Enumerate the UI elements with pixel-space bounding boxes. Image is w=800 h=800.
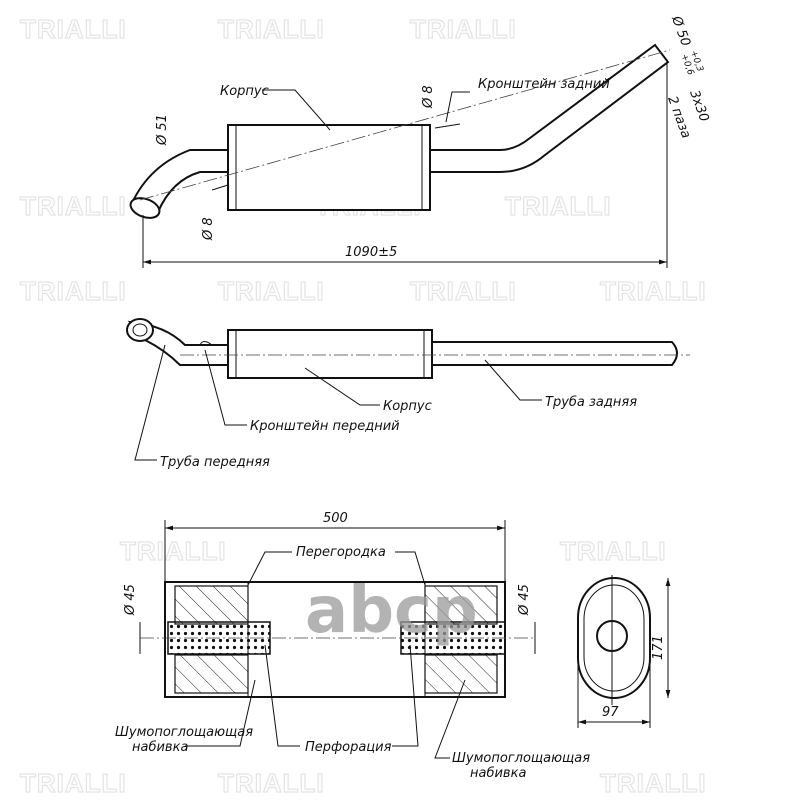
muffler-body — [227, 124, 431, 211]
rear-bracket-label: Кронштейн задний — [478, 77, 610, 92]
section-length-label: 500 — [323, 511, 348, 526]
slots-size: 3x30 — [686, 88, 711, 124]
slots-count: 2 паза — [664, 94, 693, 140]
body-label: Корпус — [383, 399, 432, 414]
muffler-body — [227, 329, 433, 379]
watermark: TRIALLI — [600, 276, 707, 306]
watermark: TRIALLI — [20, 191, 127, 221]
body-label: Корпус — [220, 84, 269, 99]
front-pipe-flange — [126, 318, 154, 342]
front-bracket — [211, 184, 229, 191]
outlet-dia: Ø 50 — [668, 13, 693, 48]
rear-pipe — [429, 43, 670, 173]
absorber-left-label-1: Шумопоглощающая — [115, 725, 253, 740]
watermark: TRIALLI — [600, 768, 707, 798]
absorber-fill-left-top — [174, 585, 249, 625]
watermark: TRIALLI — [560, 536, 667, 566]
rear-pipe-label: Труба задняя — [545, 395, 637, 410]
absorber-right-label-1: Шумопоглощающая — [452, 751, 590, 766]
watermark: TRIALLI — [218, 14, 325, 44]
watermark: TRIALLI — [120, 536, 227, 566]
abcp-logo-overlay: abcp — [305, 574, 478, 648]
outlet-dia: Ø 45 — [517, 584, 532, 616]
absorber-right-label-2: набивка — [470, 766, 526, 781]
front-pipe-label: Труба передняя — [160, 455, 270, 470]
front-pipe-dia: Ø 51 — [155, 114, 170, 146]
absorber-fill-right-bottom — [424, 654, 498, 694]
watermark: TRIALLI — [20, 276, 127, 306]
overall-length-label: 1090±5 — [345, 245, 397, 260]
rear-bracket — [434, 123, 461, 129]
baffle-label: Перегородка — [296, 545, 386, 560]
inlet-dia: Ø 45 — [123, 584, 138, 616]
section-view: 500 Перегородка Ø 45 Ø 45 Шумопоглощающа… — [115, 511, 671, 781]
absorber-fill-right-top — [424, 585, 498, 625]
perforation-label: Перфорация — [305, 740, 392, 755]
front-bracket-label: Кронштейн передний — [250, 419, 400, 434]
rear-pipe — [431, 341, 678, 366]
rear-bracket-dia: Ø 8 — [421, 85, 436, 109]
front-bracket — [199, 341, 213, 346]
absorber-left-label-2: набивка — [132, 740, 188, 755]
watermark: TRIALLI — [410, 14, 517, 44]
height-label: 171 — [651, 635, 666, 660]
watermark: TRIALLI — [218, 768, 325, 798]
front-pipe-flange — [129, 197, 161, 219]
width-label: 97 — [602, 705, 619, 720]
watermark: TRIALLI — [410, 276, 517, 306]
watermark: TRIALLI — [505, 191, 612, 221]
watermark: TRIALLI — [218, 276, 325, 306]
front-bracket-dia: Ø 8 — [201, 217, 216, 241]
top-view: 1090±5 Корпус Кронштейн задний Ø 8 Ø 51 … — [129, 13, 711, 268]
watermark: TRIALLI — [20, 768, 127, 798]
watermark: TRIALLI — [20, 14, 127, 44]
outlet-dimension: Ø 50 +0,3 +0,6 — [668, 13, 705, 77]
side-view: Корпус Труба задняя Кронштейн передний Т… — [126, 318, 690, 470]
absorber-fill-left-bottom — [174, 654, 249, 694]
